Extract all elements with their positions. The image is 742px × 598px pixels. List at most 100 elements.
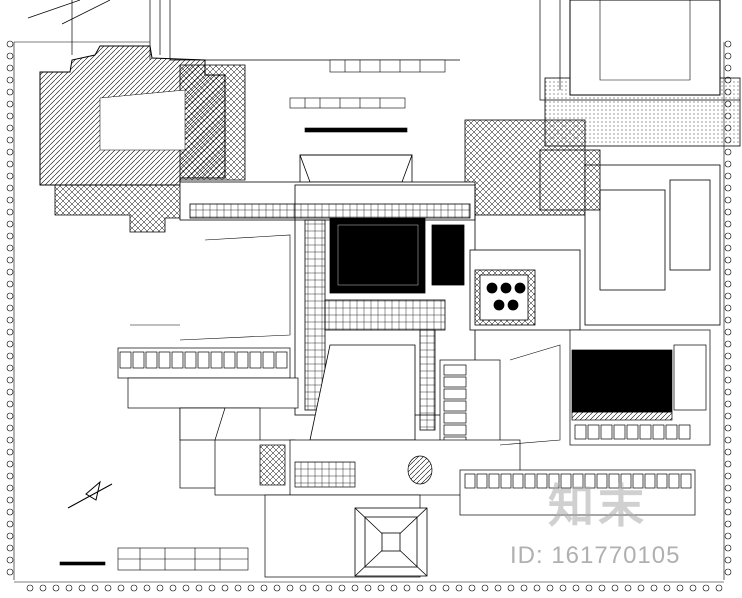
- axis-bubble: [724, 352, 732, 360]
- room-cell: [171, 351, 184, 369]
- axis-bubble: [52, 584, 60, 592]
- room-cell: [678, 424, 691, 440]
- axis-bubble: [156, 584, 164, 592]
- axis-bubble: [377, 584, 385, 592]
- axis-bubble: [6, 412, 14, 420]
- axis-bubble: [104, 584, 112, 592]
- axis-bubble: [442, 584, 450, 592]
- room-cell: [587, 424, 600, 440]
- leader-lines: [130, 234, 561, 446]
- room-cell: [639, 424, 652, 440]
- axis-bubble: [6, 424, 14, 432]
- axis-bubble: [724, 424, 732, 432]
- axis-bubble: [715, 584, 723, 592]
- axis-bubble: [6, 376, 14, 384]
- room-cell: [275, 351, 288, 369]
- axis-bubble: [533, 584, 541, 592]
- room-cell: [644, 473, 656, 489]
- axis-bubble: [364, 584, 372, 592]
- axis-bubble: [6, 184, 14, 192]
- axis-bubble: [6, 100, 14, 108]
- room-cell: [613, 424, 626, 440]
- axis-bubble: [416, 584, 424, 592]
- axis-bubble: [6, 136, 14, 144]
- axis-bubble: [403, 584, 411, 592]
- axis-bubble: [6, 172, 14, 180]
- axis-bubble: [6, 268, 14, 276]
- axis-bubble: [724, 544, 732, 552]
- axis-bubble: [724, 520, 732, 528]
- axis-bubble: [6, 352, 14, 360]
- axis-bubble: [6, 64, 14, 72]
- axis-bubble: [234, 584, 242, 592]
- axis-bubble: [724, 208, 732, 216]
- axis-bubble: [724, 184, 732, 192]
- axis-bubble: [6, 556, 14, 564]
- room-cell: [680, 473, 692, 489]
- axis-bubble: [6, 208, 14, 216]
- title-table: [59, 547, 249, 571]
- axis-bubble: [724, 340, 732, 348]
- axis-bubble: [724, 292, 732, 300]
- room-cell: [572, 473, 584, 489]
- room-cell: [249, 351, 262, 369]
- axis-bubble: [299, 584, 307, 592]
- room-cell: [512, 473, 524, 489]
- axis-bubble: [39, 584, 47, 592]
- axis-bubble: [351, 584, 359, 592]
- axis-bubble: [724, 280, 732, 288]
- axis-bubbles-bottom: [26, 584, 723, 592]
- room-cell: [443, 412, 467, 424]
- axis-bubble: [91, 584, 99, 592]
- room-cell: [608, 473, 620, 489]
- axis-bubble: [598, 584, 606, 592]
- pavilion: [354, 507, 428, 577]
- axis-bubble: [724, 532, 732, 540]
- top-left-mass: [39, 45, 246, 233]
- axis-bubble: [507, 584, 515, 592]
- room-cell: [524, 473, 536, 489]
- room-cell: [223, 351, 236, 369]
- room-cell: [464, 473, 476, 489]
- axis-bubble: [724, 268, 732, 276]
- room-cell: [443, 424, 467, 436]
- axis-bubble: [724, 196, 732, 204]
- axis-bubble: [494, 584, 502, 592]
- axis-bubble: [6, 508, 14, 516]
- axis-bubble: [338, 584, 346, 592]
- axis-bubble: [6, 76, 14, 84]
- axis-bubble: [6, 484, 14, 492]
- axis-bubble: [221, 584, 229, 592]
- axis-bubble: [260, 584, 268, 592]
- axis-bubble: [520, 584, 528, 592]
- room-cell: [197, 351, 210, 369]
- room-cell: [132, 351, 145, 369]
- axis-bubble: [724, 172, 732, 180]
- watermark-id: ID: 161770105: [510, 542, 681, 569]
- axis-bubble: [6, 568, 14, 576]
- axis-bubble: [312, 584, 320, 592]
- axis-bubble: [676, 584, 684, 592]
- axis-bubble: [572, 584, 580, 592]
- axis-bubble: [724, 388, 732, 396]
- axis-bubble: [182, 584, 190, 592]
- axis-bubble: [702, 584, 710, 592]
- room-cell: [665, 424, 678, 440]
- axis-bubbles-left: [6, 40, 14, 576]
- axis-bubble: [724, 232, 732, 240]
- axis-bubble: [78, 584, 86, 592]
- axis-bubble: [6, 544, 14, 552]
- legend-tables: [289, 59, 446, 133]
- axis-bubble: [724, 244, 732, 252]
- axis-bubble: [6, 364, 14, 372]
- room-cell: [158, 351, 171, 369]
- watermark-logo: 知末: [548, 479, 648, 533]
- room-cell: [600, 424, 613, 440]
- room-cell: [656, 473, 668, 489]
- axis-bubble: [195, 584, 203, 592]
- axis-bubble: [6, 328, 14, 336]
- room-cell: [574, 424, 587, 440]
- axis-bubble: [390, 584, 398, 592]
- axis-bubble: [637, 584, 645, 592]
- room-cell: [620, 473, 632, 489]
